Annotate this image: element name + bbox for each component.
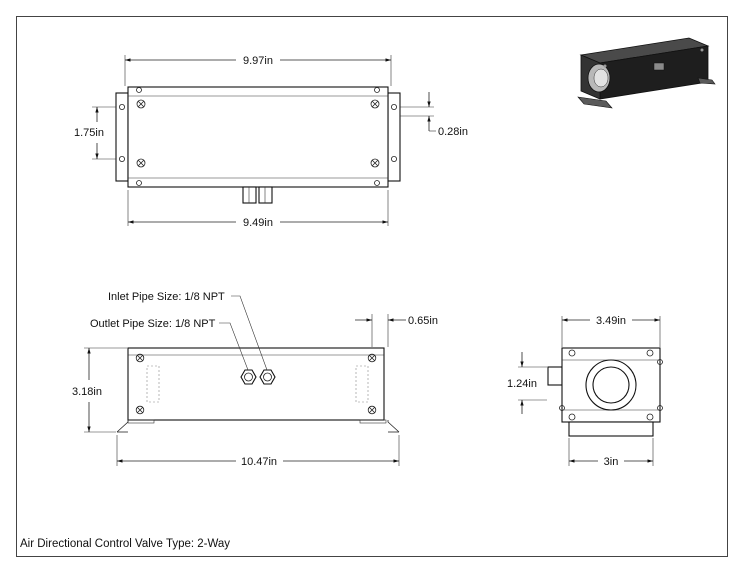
dim-top-offset: 0.28in <box>438 126 468 138</box>
side-opening-inner <box>592 366 630 404</box>
isometric-view <box>577 37 716 109</box>
top-fitting-1 <box>242 186 257 204</box>
dim-front-width: 10.47in <box>241 456 277 468</box>
top-view-body <box>127 86 389 188</box>
top-view: 9.97in 1.75in 0.28in 9.49in <box>74 55 468 229</box>
right-mounting-bracket <box>387 92 401 182</box>
top-fitting-2 <box>258 186 273 204</box>
dim-side-base: 3in <box>604 456 619 468</box>
dim-top-inner-width: 9.49in <box>243 217 273 229</box>
dim-top-height: 1.75in <box>74 127 104 139</box>
side-view: 3.49in 1.24in 3in <box>507 315 663 468</box>
outlet-callout: Outlet Pipe Size: 1/8 NPT <box>90 318 216 330</box>
left-mounting-bracket <box>115 92 129 182</box>
dim-front-height: 3.18in <box>72 386 102 398</box>
outlet-fitting <box>240 369 257 385</box>
drawing-caption: Air Directional Control Valve Type: 2-Wa… <box>20 538 231 550</box>
side-port <box>547 366 563 386</box>
front-view: Inlet Pipe Size: 1/8 NPT Outlet Pipe Siz… <box>72 291 438 468</box>
dim-top-width: 9.97in <box>243 55 273 67</box>
inlet-fitting <box>259 369 276 385</box>
dim-side-width: 3.49in <box>596 315 626 327</box>
front-view-body <box>127 347 385 421</box>
dim-front-offset: 0.65in <box>408 315 438 327</box>
side-view-base <box>568 421 654 437</box>
dim-side-port-height: 1.24in <box>507 378 537 390</box>
inlet-callout: Inlet Pipe Size: 1/8 NPT <box>108 291 225 303</box>
